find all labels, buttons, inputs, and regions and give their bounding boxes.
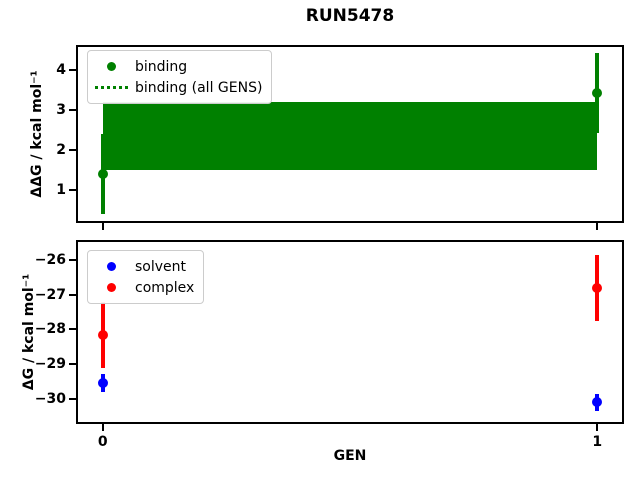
y-tick: [69, 363, 76, 366]
x-axis-label: GEN: [333, 448, 367, 464]
y-tick-label: 2: [56, 142, 66, 158]
legend-label: complex: [135, 279, 195, 296]
x-tick: [101, 424, 104, 431]
y-tick-label: 1: [56, 182, 66, 198]
y-tick: [69, 149, 76, 151]
y-tick-label: 4: [56, 62, 66, 78]
data-point-solvent: [97, 378, 108, 389]
y-tick: [69, 328, 76, 331]
y-tick-label: −27: [34, 286, 66, 303]
dotted-line-marker-icon: [95, 86, 128, 89]
y-tick-label: −30: [34, 390, 66, 407]
y-tick-label: −26: [34, 252, 66, 269]
data-point-solvent: [592, 397, 603, 408]
y-tick: [69, 397, 76, 400]
y-tick-label: −28: [34, 321, 66, 338]
binding-all-gens-line: [102, 135, 598, 138]
data-point-complex: [592, 282, 603, 293]
x-tick-label: 0: [97, 434, 108, 450]
y-tick-label: 3: [56, 102, 66, 118]
y-tick: [69, 293, 76, 296]
y-axis-label-binding: ΔΔG / kcal mol⁻¹: [29, 70, 45, 198]
y-tick: [69, 259, 76, 262]
dot-marker-icon: [107, 283, 116, 292]
legend-item: binding: [88, 56, 262, 77]
x-tick: [101, 223, 104, 230]
data-point-binding: [97, 169, 108, 179]
x-tick: [596, 424, 599, 431]
legend-label: binding: [135, 58, 188, 75]
y-tick-label: −29: [34, 356, 66, 373]
axes-dg: [76, 240, 624, 424]
x-tick: [596, 223, 599, 230]
y-tick: [69, 189, 76, 191]
y-tick: [69, 69, 76, 71]
legend-label: binding (all GENS): [135, 79, 263, 96]
x-tick-label: 1: [592, 434, 603, 450]
data-point-complex: [97, 329, 108, 340]
legend-binding: binding binding (all GENS): [87, 50, 273, 104]
legend-item: complex: [88, 277, 194, 298]
y-tick: [69, 109, 76, 111]
dot-marker-icon: [107, 262, 116, 271]
legend-label: solvent: [135, 258, 187, 275]
data-point-binding: [592, 87, 603, 98]
figure-title: RUN5478: [305, 6, 395, 26]
dot-marker-icon: [107, 62, 116, 71]
legend-item: solvent: [88, 256, 194, 277]
legend-item: binding (all GENS): [88, 77, 262, 98]
legend-dg: solvent complex: [87, 250, 205, 304]
axes-binding: [76, 45, 624, 223]
